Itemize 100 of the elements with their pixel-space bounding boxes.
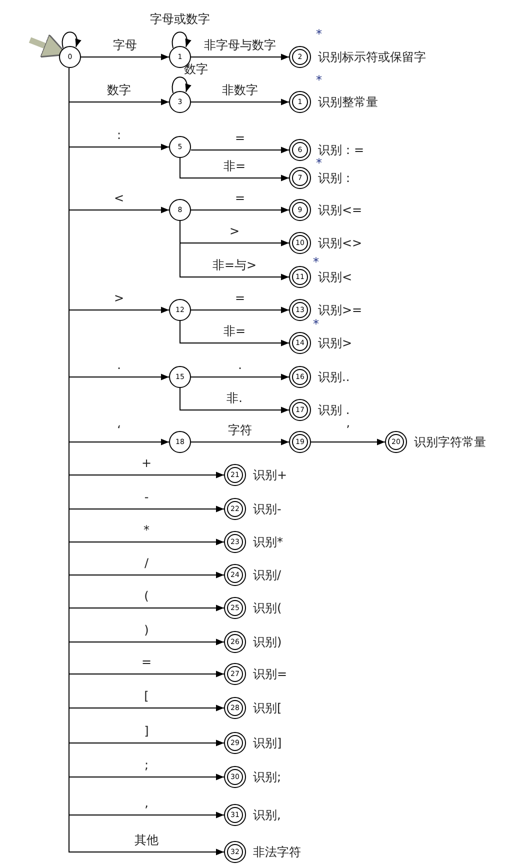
state-label: 识别] (253, 736, 282, 750)
accept-state-circle (289, 232, 311, 254)
state-label: 识别< (318, 270, 352, 284)
accept-state-circle (224, 464, 246, 486)
accept-state-circle (289, 332, 311, 354)
transition-arrow (180, 158, 290, 182)
state-label: 识别 . (318, 403, 350, 417)
state-circle (169, 136, 191, 158)
asterisk-mark: * (316, 74, 322, 86)
accept-state-circle (289, 431, 311, 453)
state-label: 识别字符常量 (414, 435, 486, 449)
state-label: 识别标示符或保留字 (318, 50, 426, 64)
state-circle (169, 366, 191, 388)
state-label: 识别* (253, 535, 283, 549)
asterisk-mark: * (313, 256, 319, 268)
state-label: 识别- (253, 502, 282, 516)
accept-state-circle (289, 139, 311, 161)
edge-label: - (144, 490, 149, 504)
edge-label: [ (144, 689, 149, 703)
state-label: 识别<> (318, 236, 362, 250)
state-label: 识别>= (318, 303, 362, 317)
asterisk-mark: * (313, 318, 319, 330)
edge-label: > (114, 291, 124, 305)
accept-state-circle (224, 564, 246, 586)
accept-state-circle (289, 91, 311, 113)
edge-label: , (144, 796, 148, 810)
transition-arrow (190, 146, 290, 154)
state-label: 识别, (253, 808, 281, 822)
edge-label: = (234, 131, 246, 145)
state-label: 识别( (253, 601, 282, 615)
accept-state-circle (289, 46, 311, 68)
accept-state-circle (224, 732, 246, 754)
state-circle (59, 46, 81, 68)
state-label: 识别/ (253, 568, 282, 582)
edge-label: ] (144, 724, 149, 738)
transition-arrow (190, 374, 290, 380)
edge-label: / (144, 556, 149, 570)
self-loop-arrow (62, 32, 81, 48)
state-circle (169, 91, 191, 113)
edge-label: 数字 (107, 83, 131, 97)
accept-state-circle (289, 399, 311, 421)
edge-label: 非= (223, 324, 246, 338)
transition-arrow (190, 206, 290, 214)
edge-label: = (141, 655, 152, 669)
transition-arrow (190, 438, 290, 446)
accept-state-circle (224, 531, 246, 553)
accept-state-circle (224, 766, 246, 788)
edge-label: ’ (346, 423, 350, 437)
accept-state-circle (289, 167, 311, 189)
state-label: 非法字符 (253, 845, 301, 859)
edge-label: * (144, 523, 150, 537)
state-circle (169, 199, 191, 221)
state-label: 识别：= (318, 143, 364, 157)
accept-state-circle (224, 804, 246, 826)
state-label: 识别.. (318, 370, 350, 384)
state-label: 识别： (318, 171, 354, 185)
transition-arrow (180, 388, 290, 414)
transition-arrow (180, 220, 290, 280)
edge-label: < (114, 191, 124, 205)
accept-state-circle (224, 697, 246, 719)
state-label: 识别> (318, 336, 352, 350)
edge-label: 非字母与数字 (204, 38, 276, 52)
edge-label: . (117, 358, 121, 372)
accept-state-circle (224, 663, 246, 685)
state-label: 识别; (253, 770, 282, 784)
state-label: 识别<= (318, 203, 362, 217)
edge-label: 字母 (113, 38, 137, 52)
edge-label: 字符 (228, 423, 252, 437)
edge-label: . (238, 358, 242, 372)
accept-state-circle (385, 431, 407, 453)
state-label: 识别) (253, 635, 282, 649)
edge-label: 非= (223, 159, 246, 173)
edge-label: 其他 (134, 833, 158, 847)
transition-arrow (190, 306, 290, 314)
transition-arrow (310, 438, 386, 446)
edge-label: = (234, 291, 246, 305)
accept-state-circle (289, 299, 311, 321)
edge-label: ( (144, 589, 149, 603)
state-label: 识别整常量 (318, 95, 378, 109)
edge-label: + (141, 456, 152, 470)
accept-state-circle (289, 266, 311, 288)
transition-arrow (80, 54, 170, 60)
edge-label: : (116, 128, 122, 142)
accept-state-circle (289, 199, 311, 221)
accept-state-circle (224, 631, 246, 653)
self-loop-arrow (172, 76, 191, 94)
self-loop-arrow (172, 32, 191, 48)
edge-label: 非=与> (212, 258, 257, 272)
edge-label: ; (144, 758, 149, 772)
accept-state-circle (224, 841, 246, 863)
state-circle (169, 299, 191, 321)
edge-label: ‘ (117, 423, 121, 437)
edge-label: = (234, 191, 246, 205)
accept-state-circle (289, 366, 311, 388)
accept-state-circle (224, 498, 246, 520)
asterisk-mark: * (316, 28, 322, 40)
asterisk-mark: * (316, 157, 322, 169)
transition-arrow (190, 98, 290, 106)
transition-arrow (180, 320, 290, 346)
edge-label: 非. (226, 391, 242, 405)
